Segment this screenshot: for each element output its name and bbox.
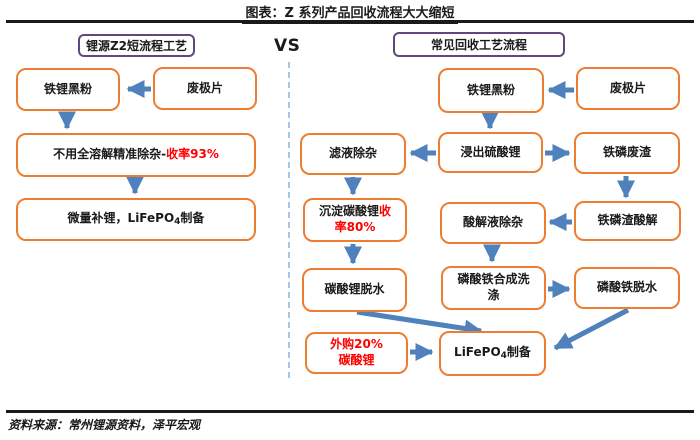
node-right-lithium-carbonate-dewatering: 碳酸锂脱水 (302, 268, 407, 312)
node-right-filtrate-impurity-removal: 滤液除杂 (300, 133, 406, 175)
node-right-precipitate-lithium-carbonate: 沉淀碳酸锂收 率80% (303, 198, 407, 242)
arrow-right-fepo4dewatering-to-lifepo4 (553, 307, 630, 351)
node-left-waste-electrode: 废极片 (153, 67, 257, 110)
node-right-iron-phosphorus-waste-slag: 铁磷废渣 (574, 132, 680, 174)
node-left-black-powder: 铁锂黑粉 (16, 68, 120, 111)
node-right-iron-phosphate-synthesis-washing: 磷酸铁合成洗 涤 (441, 266, 546, 310)
node-right-acid-solution-impurity-removal: 酸解液除杂 (440, 202, 546, 244)
node-right-purchased-lithium-carbonate: 外购20% 碳酸锂 (305, 332, 408, 374)
node-right-lifepo4-preparation: LiFePO4制备 (439, 331, 546, 376)
bottom-rule (6, 410, 694, 413)
node-right-black-powder: 铁锂黑粉 (438, 68, 544, 113)
node-right-leach-lithium-sulfate: 浸出硫酸锂 (438, 132, 543, 173)
source-note: 资料来源：常州锂源资料，泽平宏观 (8, 418, 201, 432)
right-flow-header-label: 常见回收工艺流程 (430, 38, 527, 52)
left-flow-header-label: 锂源Z2短流程工艺 (85, 39, 188, 53)
node-right-waste-electrode: 废极片 (576, 67, 680, 110)
node-right-iron-phosphate-dewatering: 磷酸铁脱水 (574, 267, 680, 309)
left-flow-header: 锂源Z2短流程工艺 (78, 34, 195, 57)
arrow-right-licarbdewatering-to-lifepo4 (356, 309, 483, 338)
vs-label: VS (274, 36, 301, 56)
column-divider (288, 62, 290, 378)
node-left-lifepo4-preparation: 微量补锂，LiFePO4制备 (16, 198, 256, 241)
node-left-impurity-removal: 不用全溶解精准除杂-收率93% (16, 133, 256, 177)
right-flow-header: 常见回收工艺流程 (393, 32, 565, 57)
node-right-iron-phosphorus-slag-acid-dissolution: 铁磷渣酸解 (574, 201, 681, 241)
page-title: 图表：Z 系列产品回收流程大大缩短 (0, 2, 700, 24)
top-rule (6, 20, 694, 23)
